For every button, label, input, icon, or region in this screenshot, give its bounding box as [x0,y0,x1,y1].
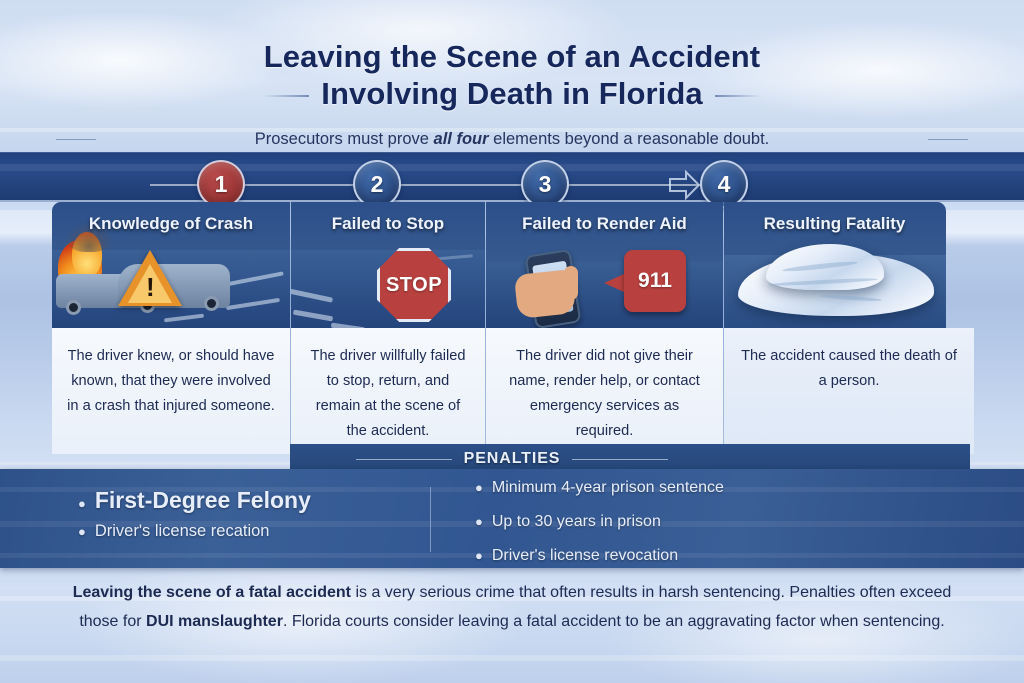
penalties-right-column: ● Minimum 4-year prison sentence ● Up to… [431,469,1024,568]
subtitle-rule-left [56,139,96,140]
card-1-body: The driver knew, or should have known, t… [52,328,290,454]
penalties-panel: PENALTIES ● First-Degree Felony ● Driver… [0,450,1024,568]
step-circle-1[interactable]: 1 [197,160,245,208]
stop-sign-label: STOP [377,248,451,322]
penalties-rule-left [355,458,452,460]
card-2-body: The driver willfully failed to stop, ret… [291,328,485,454]
card-3-body: The driver did not give their name, rend… [486,328,723,454]
bubble-911-label: 911 [624,250,686,312]
subtitle-text-pre: Prosecutors must prove [254,130,434,148]
element-card-1[interactable]: ! Knowledge of Crash The driver knew, or… [52,202,290,454]
subtitle: Prosecutors must prove all four elements… [0,130,1024,149]
card-4-title: Resulting Fatality [763,214,906,233]
penalty-left-item-1-label: First-Degree Felony [94,487,311,513]
step-number-4: 4 [717,170,731,197]
card-1-title: Knowledge of Crash [88,214,254,233]
bullet-icon: ● [78,524,86,539]
subtitle-rule-right [928,139,968,140]
penalties-heading-text: PENALTIES [463,450,561,467]
page-title: Leaving the Scene of an Accident Involvi… [0,0,1024,112]
penalties-heading: PENALTIES [0,448,1024,470]
element-card-3[interactable]: 911 Failed to Render Aid The driver did … [485,202,723,454]
penalty-right-item-3: ● Driver's license revocation [475,547,1024,565]
card-2-title: Failed to Stop [331,214,445,233]
card-3-image: 911 [486,202,723,328]
bullet-icon: ● [475,548,483,563]
footer-rest: is a very serious crime that often resul… [79,584,952,630]
step-circle-4[interactable]: 4 [700,160,748,208]
arrow-right-icon [669,170,700,200]
penalties-left-column: ● First-Degree Felony ● Driver's license… [0,469,430,568]
bullet-icon: ● [475,480,483,495]
penalty-left-item-1: ● First-Degree Felony [78,487,430,514]
elements-cards: ! Knowledge of Crash The driver knew, or… [52,202,974,454]
element-card-2[interactable]: STOP Failed to Stop The driver willfully… [290,202,485,454]
penalty-right-item-2-label: Up to 30 years in prison [491,513,661,530]
penalty-right-item-2: ● Up to 30 years in prison [475,513,1024,531]
burning-car-warning-triangle-icon: ! [52,202,290,328]
penalties-divider [430,487,431,552]
penalty-right-item-3-label: Driver's license revocation [491,547,679,564]
element-card-4[interactable]: Resulting Fatality The accident caused t… [723,202,974,454]
card-4-image [724,202,946,328]
card-4-body: The accident caused the death of a perso… [724,328,974,454]
footer-bold-lead: Leaving the scene of a fatal accident [72,584,351,601]
step-number-1: 1 [214,170,228,197]
step-circle-3[interactable]: 3 [521,160,569,208]
card-1-image: ! [52,202,290,328]
footer-summary: Leaving the scene of a fatal accident is… [62,578,962,636]
title-line-1: Leaving the Scene of an Accident [263,39,761,74]
penalty-left-item-2-label: Driver's license recation [94,522,270,540]
bullet-icon: ● [475,514,483,529]
step-connector-line [150,184,724,186]
footer-bold-mid: DUI manslaughter [146,613,283,630]
stop-sign-icon: STOP [291,202,485,328]
penalties-header-plate [290,444,970,470]
subtitle-text-post: elements beyond a reasonable doubt. [488,130,770,148]
step-number-2: 2 [370,170,384,197]
header: Leaving the Scene of an Accident Involvi… [0,0,1024,152]
card-3-title: Failed to Render Aid [522,214,687,233]
card-2-image: STOP [291,202,485,328]
step-number-3: 3 [538,170,552,197]
step-circles: 1 2 3 4 [0,160,1024,214]
footer-tail: . Florida courts consider leaving a fata… [282,613,945,630]
penalty-left-item-2: ● Driver's license recation [78,522,430,541]
step-circle-2[interactable]: 2 [353,160,401,208]
penalty-right-item-1-label: Minimum 4-year prison sentence [491,479,724,496]
subtitle-emphasis: all four [433,130,489,148]
title-line-2: Involving Death in Florida [263,76,703,111]
penalties-rule-right [572,458,669,460]
bullet-icon: ● [78,496,86,511]
hand-phone-911-icon: 911 [486,202,723,328]
penalty-right-item-1: ● Minimum 4-year prison sentence [475,479,1024,497]
covered-body-sheet-icon [724,202,946,328]
